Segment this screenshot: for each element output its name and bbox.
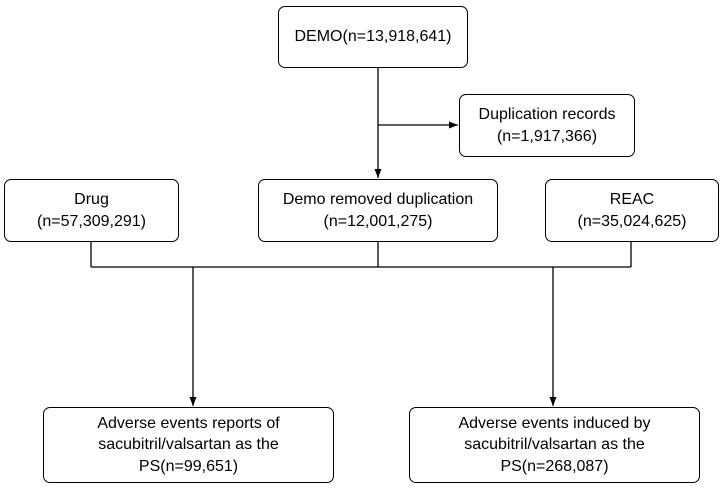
ae-reports-box-line1: Adverse events reports of bbox=[97, 414, 280, 432]
drug-box: Drug (n=57,309,291) bbox=[4, 179, 179, 242]
drug-box-title: Drug bbox=[74, 190, 109, 208]
ae-induced-box-line1: Adverse events induced by bbox=[458, 414, 651, 432]
duplication-box-title: Duplication records bbox=[478, 105, 616, 123]
reac-box-title: REAC bbox=[609, 190, 655, 208]
demo-box-label: DEMO(n=13,918,641) bbox=[294, 28, 452, 46]
reac-box-count: (n=35,024,625) bbox=[577, 212, 687, 230]
duplication-box-count: (n=1,917,366) bbox=[496, 127, 598, 145]
ae-induced-box-line3: PS(n=268,087) bbox=[500, 457, 609, 475]
drug-box-count: (n=57,309,291) bbox=[37, 212, 146, 230]
demo-box: DEMO(n=13,918,641) bbox=[278, 6, 468, 68]
reac-box: REAC (n=35,024,625) bbox=[545, 179, 719, 242]
demo-removed-box-title: Demo removed duplication bbox=[282, 190, 474, 208]
duplication-records-box: Duplication records (n=1,917,366) bbox=[459, 94, 635, 157]
ae-induced-box: Adverse events induced by sacubitril/val… bbox=[409, 407, 700, 483]
ae-reports-box-line3: PS(n=99,651) bbox=[138, 457, 239, 475]
ae-reports-box: Adverse events reports of sacubitril/val… bbox=[43, 407, 334, 483]
ae-induced-box-line2: sacubitril/valsartan as the bbox=[464, 436, 645, 454]
demo-removed-box-count: (n=12,001,275) bbox=[323, 212, 433, 230]
ae-reports-box-line2: sacubitril/valsartan as the bbox=[98, 436, 279, 454]
demo-removed-duplication-box: Demo removed duplication (n=12,001,275) bbox=[258, 179, 498, 242]
